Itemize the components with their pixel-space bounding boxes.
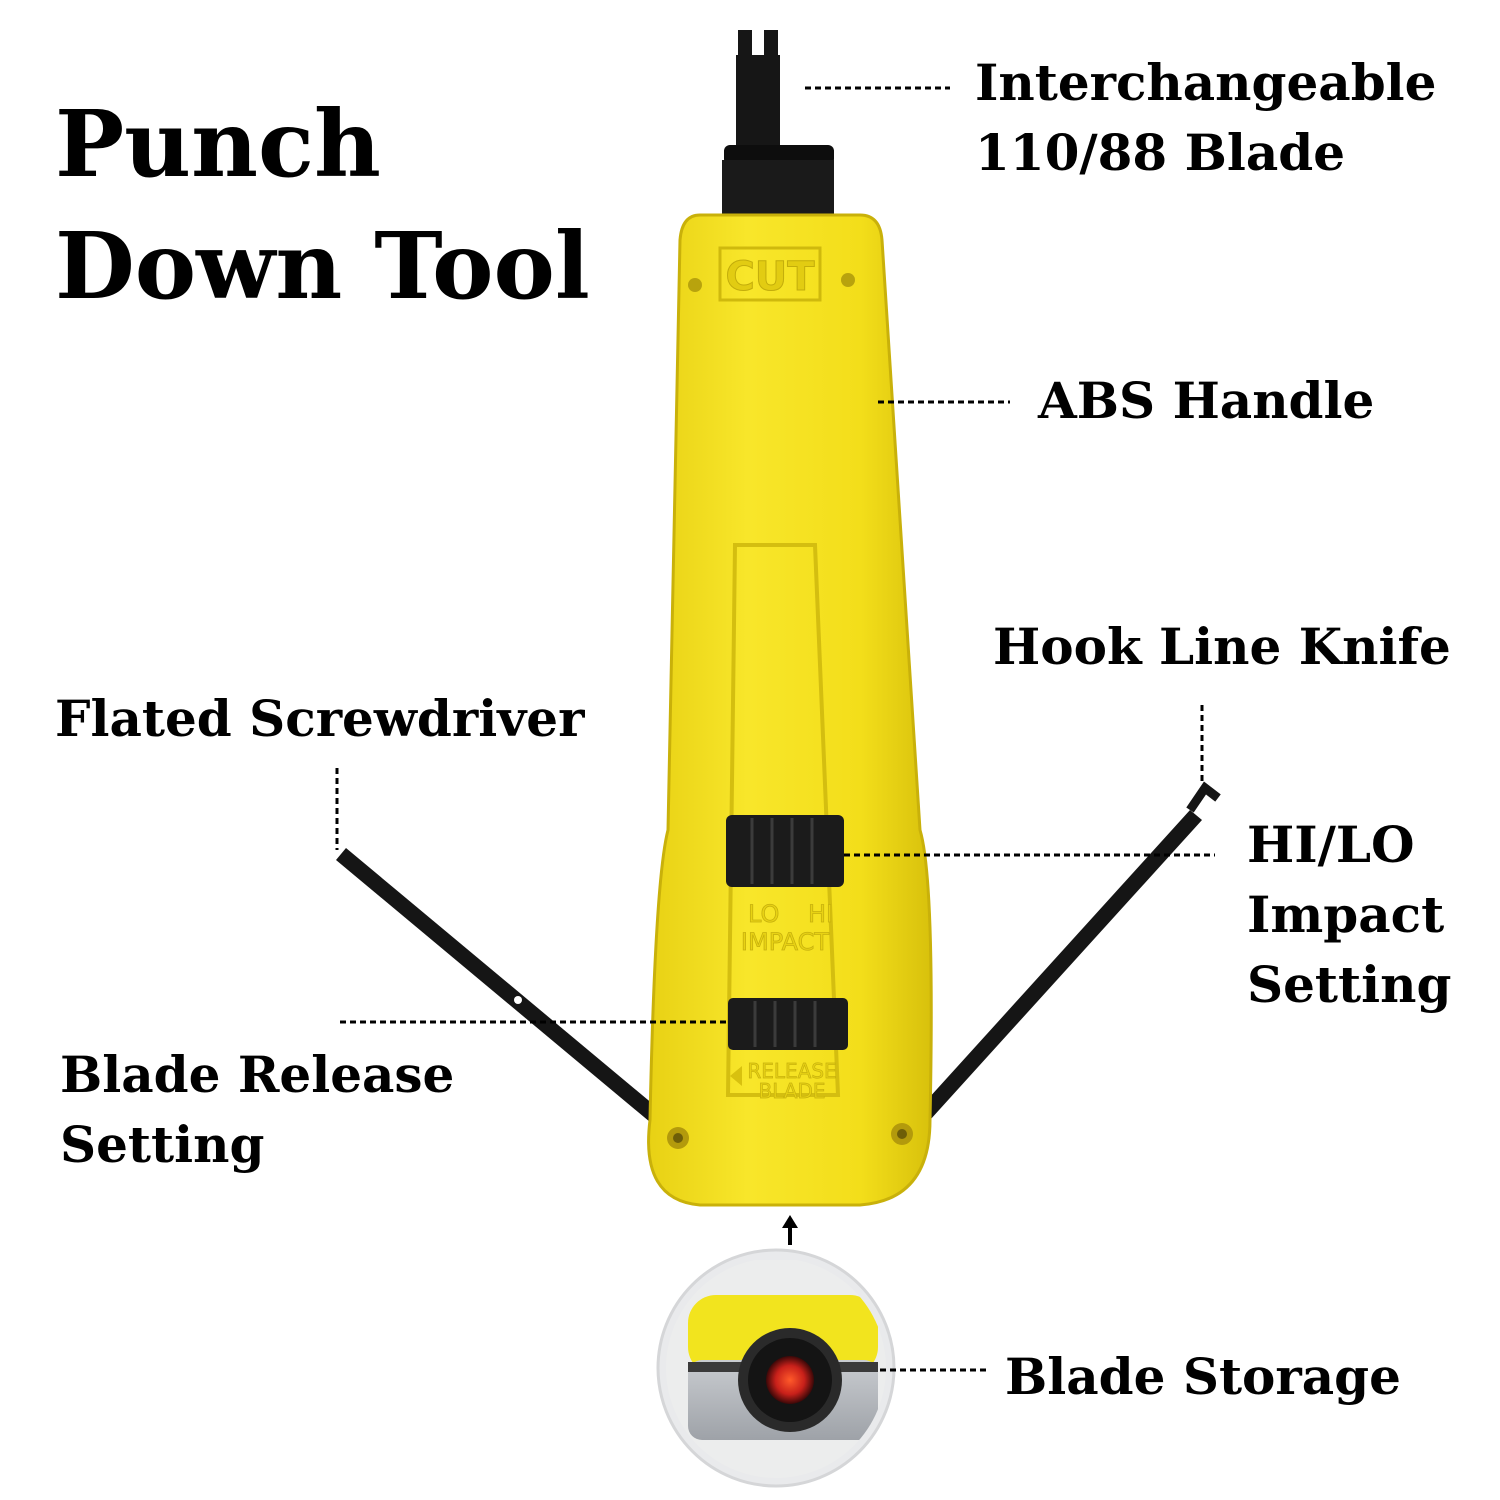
- callout-blade-line-1: Interchangeable: [975, 53, 1437, 112]
- release-marking: RELEASE: [747, 1059, 836, 1083]
- callout-impact-line-3: Setting: [1247, 955, 1452, 1014]
- impact-marking: IMPACT: [741, 928, 829, 956]
- callout-blade-storage: Blade Storage: [1005, 1342, 1401, 1412]
- leader-lines: [335, 86, 1215, 1372]
- callout-impact-line-1: HI/LO: [1247, 815, 1415, 874]
- callout-storage-line-1: Blade Storage: [1005, 1347, 1401, 1406]
- blade-marking: BLADE: [758, 1079, 825, 1103]
- impact-hi-marking: HI: [808, 900, 833, 928]
- callout-handle-line-1: ABS Handle: [1038, 371, 1375, 430]
- hook-line-knife-arm: [918, 781, 1221, 1120]
- title-line-2: Down Tool: [55, 212, 590, 320]
- callout-hi-lo-impact: HI/LO Impact Setting: [1247, 810, 1451, 1020]
- callout-blade-release: Blade Release Setting: [60, 1040, 454, 1180]
- storage-arrow: [782, 1215, 798, 1245]
- callout-hook-line-1: Hook Line Knife: [993, 617, 1451, 676]
- cut-marking: CUT: [725, 254, 815, 300]
- flated-screwdriver-arm: [336, 848, 660, 1122]
- callout-screwdriver-line-1: Flated Screwdriver: [55, 689, 585, 748]
- blade-storage-inset: [656, 1248, 896, 1488]
- callout-interchangeable-blade: Interchangeable 110/88 Blade: [975, 48, 1436, 188]
- callout-release-line-2: Setting: [60, 1115, 265, 1174]
- callout-release-line-1: Blade Release: [60, 1045, 455, 1104]
- blade-release-switch[interactable]: RELEASE BLADE: [728, 998, 848, 1103]
- callout-hook-line-knife: Hook Line Knife: [993, 612, 1451, 682]
- callout-blade-line-2: 110/88 Blade: [975, 123, 1346, 182]
- abs-handle: CUT: [647, 213, 933, 1207]
- interchangeable-blade: [722, 30, 834, 215]
- title-line-1: Punch: [55, 90, 381, 198]
- callout-abs-handle: ABS Handle: [1038, 366, 1374, 436]
- hi-lo-impact-switch[interactable]: LO HI IMPACT: [726, 815, 844, 956]
- callout-impact-line-2: Impact: [1247, 885, 1445, 944]
- callout-flated-screwdriver: Flated Screwdriver: [55, 684, 584, 754]
- impact-lo-marking: LO: [748, 900, 779, 928]
